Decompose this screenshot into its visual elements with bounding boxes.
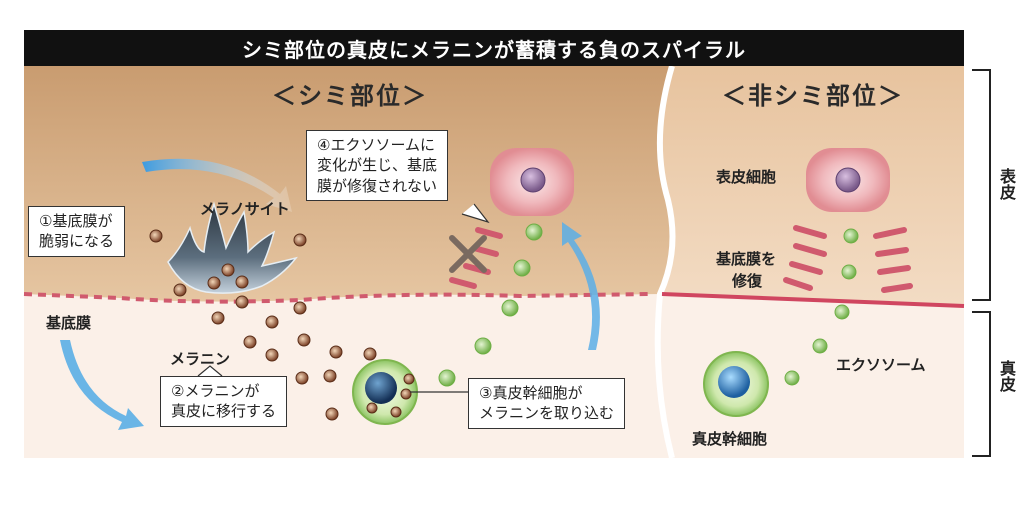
keratinocyte-left xyxy=(490,148,574,216)
repaired-membrane-dashes xyxy=(783,225,913,293)
section-title-right: ＜非シミ部位＞ xyxy=(722,82,904,110)
exosomes-left xyxy=(438,223,543,387)
exosomes-right xyxy=(784,228,859,386)
callout-step1-line1: ①基底膜が xyxy=(39,212,113,230)
dermal-stem-cell-right xyxy=(703,351,769,417)
callout-step4: ④エクソソームに 変化が生じ、基底 膜が修復されない xyxy=(306,130,449,201)
diagram-title: シミ部位の真皮にメラニンが蓄積する負のスパイラル xyxy=(24,30,964,66)
arrow-icon xyxy=(142,158,292,212)
arrow-icon xyxy=(60,340,144,430)
membrane-repair-label-line2: 修復 xyxy=(732,272,763,290)
epidermis-side-label: 表皮 xyxy=(997,168,1016,200)
membrane-repair-label-line1: 基底膜を xyxy=(716,250,777,268)
dermis-bracket xyxy=(972,311,991,457)
melanocyte-label: メラノサイト xyxy=(200,200,290,218)
callout-step1-line2: 脆弱になる xyxy=(39,232,115,251)
epidermis-bracket xyxy=(972,69,991,301)
callout-step4-line2: 変化が生じ、基底 xyxy=(317,156,438,175)
dermal-stem-cell-label: 真皮幹細胞 xyxy=(692,430,768,448)
callout-step4-line1: ④エクソソームに xyxy=(317,136,435,154)
callout-step4-line3: 膜が修復されない xyxy=(317,176,438,195)
callout-step2-line1: ②メラニンが xyxy=(171,382,260,400)
basement-membrane-label: 基底膜 xyxy=(46,314,92,332)
callout-step3-line1: ③真皮幹細胞が xyxy=(479,384,583,402)
melanin-granule xyxy=(207,276,221,290)
x-mark-icon xyxy=(449,235,487,273)
keratinocyte-right xyxy=(806,148,890,212)
callout-step3: ③真皮幹細胞が メラニンを取り込む xyxy=(468,378,626,429)
melanin-granule xyxy=(221,263,235,277)
callout-pointer xyxy=(197,365,223,377)
callout-step1: ①基底膜が 脆弱になる xyxy=(28,206,126,257)
dermis-side-label: 真皮 xyxy=(997,360,1016,392)
section-title-left: ＜シミ部位＞ xyxy=(272,82,428,110)
section-divider xyxy=(654,65,676,459)
callout-pointer xyxy=(461,203,490,224)
exosome-label: エクソソーム xyxy=(836,356,926,374)
dermal-stem-cell-left xyxy=(352,359,418,425)
melanin-granules xyxy=(149,229,377,421)
melanin-granule xyxy=(235,275,249,289)
arrow-icon xyxy=(562,222,600,350)
basement-membrane-left xyxy=(23,292,651,304)
callout-step3-line2: メラニンを取り込む xyxy=(479,404,615,423)
callout-step2: ②メラニンが 真皮に移行する xyxy=(160,376,288,427)
melanocyte-cell xyxy=(167,201,298,294)
callout-step2-line2: 真皮に移行する xyxy=(171,402,277,421)
keratinocyte-label: 表皮細胞 xyxy=(716,168,777,186)
basement-membrane-right xyxy=(661,292,965,308)
melanin-label: メラニン xyxy=(170,350,231,368)
